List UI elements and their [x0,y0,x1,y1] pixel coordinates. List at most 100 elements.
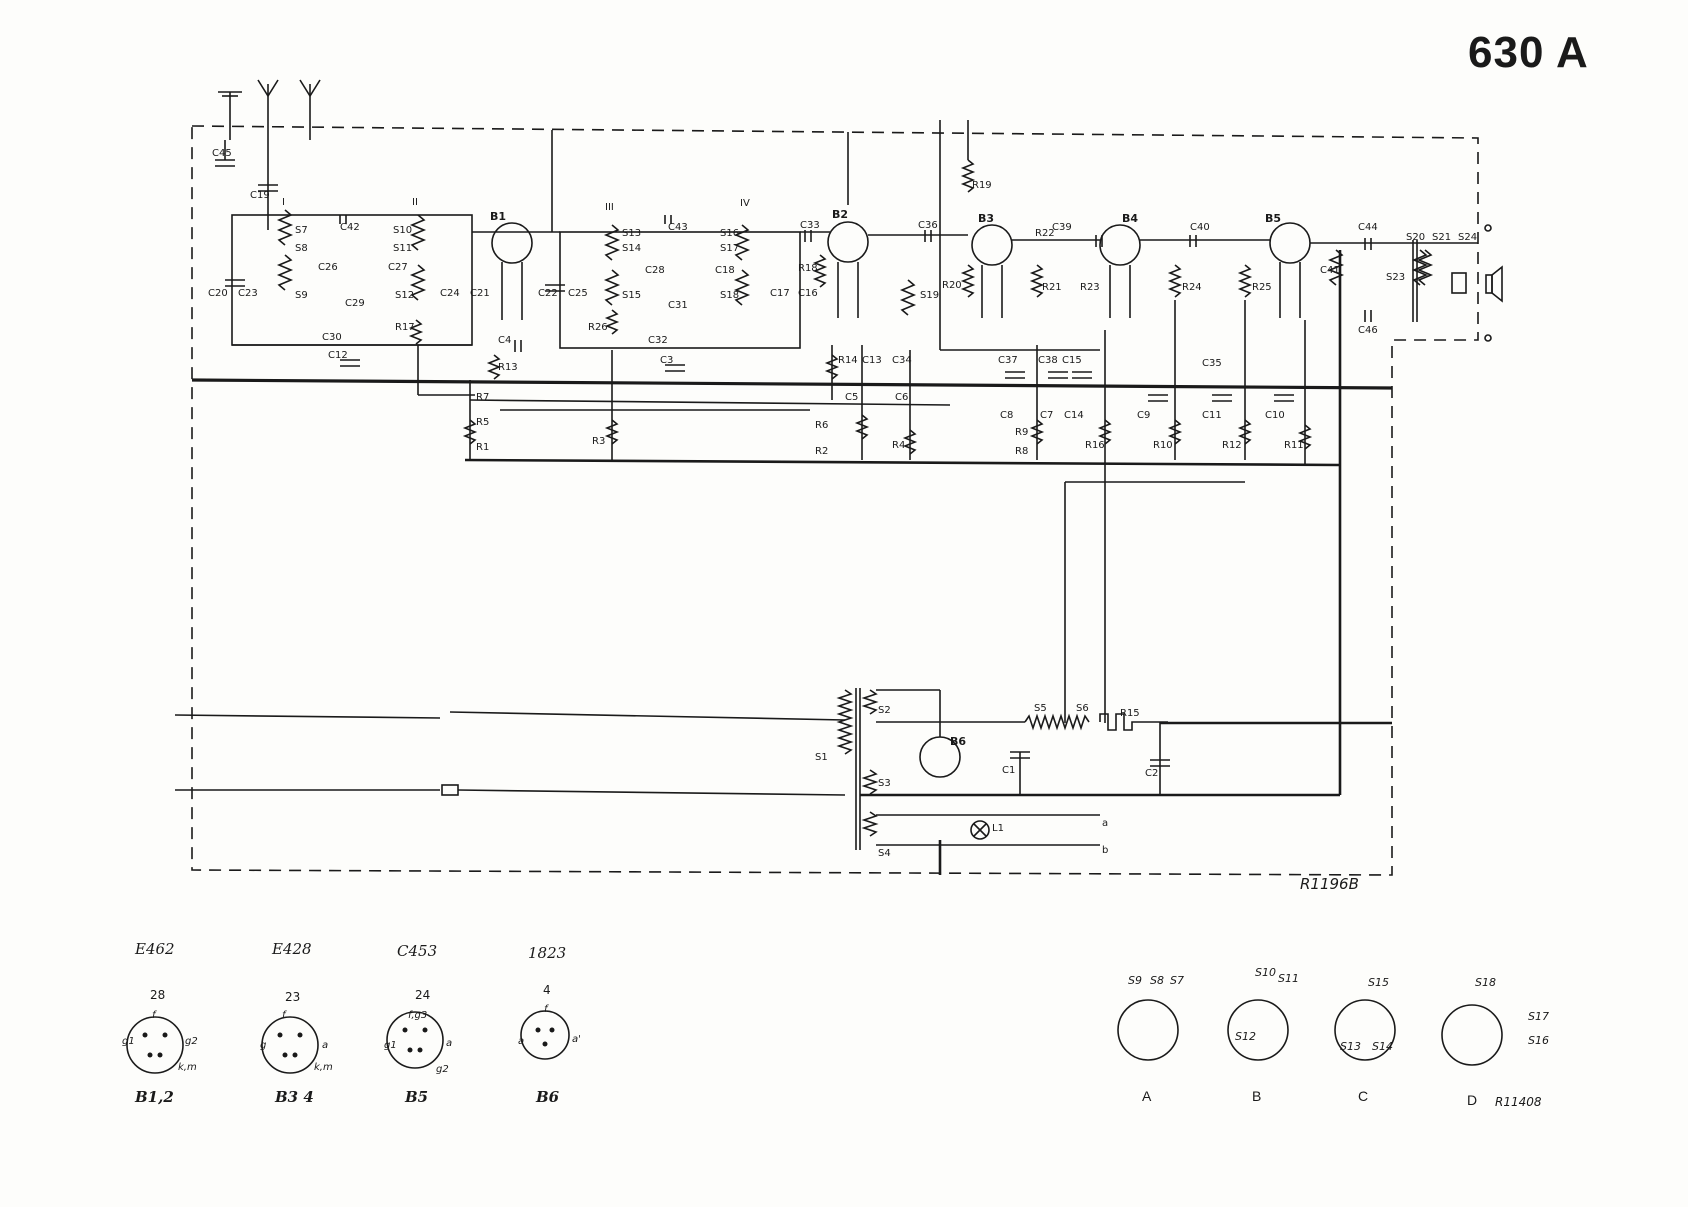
component-label: R19 [972,180,992,191]
component-label: R20 [942,280,962,291]
tube-pin-label: f,g3 [408,1010,428,1021]
component-label: C10 [1265,410,1285,421]
component-label: B2 [832,208,849,221]
chassis-outline [191,125,1479,876]
tube-type-label: E428 [272,940,312,958]
component-label: C27 [388,262,408,273]
component-label: III [605,202,614,213]
switch-view-label: B [1252,1088,1262,1104]
tube-pin-label: k,m [314,1062,333,1073]
component-label: R17 [395,322,415,333]
component-label: C21 [470,288,490,299]
component-label: S2 [878,705,891,716]
switch-view-label: C [1358,1088,1369,1104]
component-label: C40 [1190,222,1210,233]
component-label: C20 [208,288,228,299]
component-label: S5 [1034,703,1047,714]
output-stage [1412,224,1503,342]
switch-contact-label: S18 [1475,976,1496,989]
component-label: C1 [1002,765,1016,776]
component-label: R22 [1035,228,1055,239]
component-label: C22 [538,288,558,299]
component-label: C33 [800,220,820,231]
component-label: C24 [440,288,460,299]
power-transformer [174,688,1168,850]
switch-contact-label: S10 [1255,966,1276,979]
component-label: B4 [1122,212,1139,225]
switch-contact-label: S11 [1278,972,1299,985]
component-label: R7 [476,392,490,403]
tube-pin-label: g1 [384,1040,397,1051]
resistors [408,159,1313,455]
component-label: IV [740,198,750,209]
component-label: C26 [318,262,338,273]
component-label: S1 [815,752,828,763]
tube-pin-label: g2 [436,1064,449,1075]
component-label: C30 [322,332,342,343]
component-label: B5 [1265,212,1282,225]
component-label: R11 [1284,440,1304,451]
component-label: C41 [1320,265,1340,276]
component-label: S3 [878,778,891,789]
switch-contact-label: S7 [1170,974,1184,987]
component-label: R3 [592,436,606,447]
tube-pin-label: g [260,1040,267,1051]
component-label: S18 [720,290,740,301]
switch-contact-label: S13 [1340,1040,1361,1053]
component-label: L1 [992,823,1004,834]
component-label: S4 [878,848,891,859]
component-label: C23 [238,288,258,299]
hv-bus [464,458,1341,467]
switch-contact-label: S14 [1372,1040,1393,1053]
tube-pin-label: f [544,1004,548,1015]
component-label: C39 [1052,222,1072,233]
component-label: S20 [1406,232,1426,243]
tube-base-number: 28 [150,988,166,1002]
tube-name-label: B3 4 [275,1088,314,1106]
page-title: 630 A [1468,28,1589,77]
component-label: R25 [1252,282,1272,293]
switch-contact-label: S8 [1150,974,1164,987]
component-label: S11 [393,243,413,254]
component-label: C19 [250,190,270,201]
component-label: C5 [845,392,859,403]
component-label: S17 [720,243,740,254]
component-label: C3 [660,355,674,366]
drawing-ref-switches: R11408 [1495,1095,1542,1109]
component-label: C12 [328,350,348,361]
component-label: C7 [1040,410,1054,421]
component-label: R9 [1015,427,1029,438]
component-label: R8 [1015,446,1029,457]
component-label: S23 [1386,272,1406,283]
component-label: C28 [645,265,665,276]
component-label: S19 [920,290,940,301]
component-label: B6 [950,735,967,748]
component-label: C15 [1062,355,1082,366]
component-label: C25 [568,288,588,299]
component-label: R15 [1120,708,1140,719]
tubes [491,221,1311,778]
tube-pin-label: a [446,1038,453,1049]
component-label: C32 [648,335,668,346]
component-label: C34 [892,355,912,366]
component-label: C46 [1358,325,1378,336]
component-label: S12 [395,290,415,301]
component-label: C18 [715,265,735,276]
component-label: C9 [1137,410,1151,421]
component-label: R14 [838,355,858,366]
component-label: R1 [476,442,490,453]
component-label: R23 [1080,282,1100,293]
component-label: b [1102,845,1109,856]
component-label: C17 [770,288,790,299]
component-label: R4 [892,440,906,451]
component-label: R26 [588,322,608,333]
component-label: S24 [1458,232,1478,243]
component-label: B3 [978,212,995,225]
component-label: II [412,197,418,208]
component-label: C11 [1202,410,1222,421]
component-label: C35 [1202,358,1222,369]
component-label: C29 [345,298,365,309]
tube-pin-label: k,m [178,1062,197,1073]
component-label: S15 [622,290,642,301]
component-label: S7 [295,225,308,236]
